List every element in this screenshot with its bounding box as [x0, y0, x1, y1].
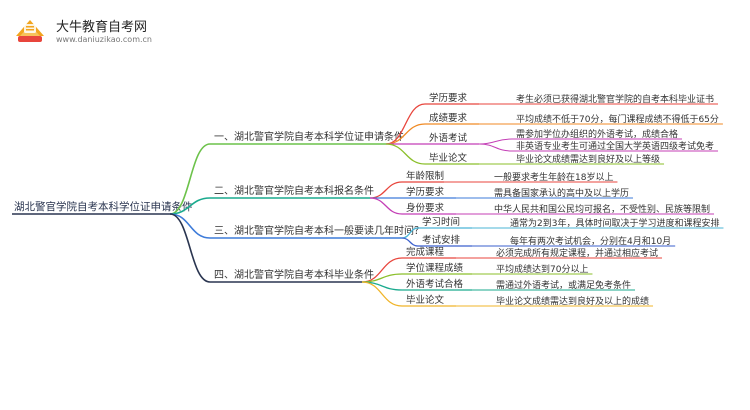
site-url: www.daniuzikao.com.cn: [56, 35, 152, 44]
sub-node-label: 年龄限制: [406, 170, 444, 182]
logo-icon: [12, 14, 48, 48]
sub-connector: [401, 237, 419, 247]
leaf-text: 需参加学位办组织的外语考试，成绩合格: [516, 128, 678, 140]
branch-connector: [169, 143, 211, 215]
sub-node-label: 完成课程: [406, 246, 445, 258]
root-node-label: 湖北警官学院自考本科学位证申请条件: [14, 200, 193, 213]
sub-node-label: 成绩要求: [429, 112, 468, 124]
leaf-text: 非英语专业考生可通过全国大学英语四级考试免考: [516, 140, 714, 152]
sub-node-label: 考试安排: [422, 234, 461, 246]
sub-node-label: 学历要求: [429, 92, 468, 104]
branch-connector: [169, 213, 211, 239]
sub-node-label: 学位课程成绩: [406, 262, 464, 274]
leaf-text: 中华人民共和国公民均可报名，不受性别、民族等限制: [494, 203, 710, 215]
sub-node-label: 外语考试合格: [406, 278, 464, 290]
branch-label-1: 一、湖北警官学院自考本科学位证申请条件: [214, 130, 404, 143]
branch-label-3: 三、湖北警官学院自考本科一般要读几年时间？: [214, 224, 424, 237]
sub-connector: [369, 181, 403, 199]
leaf-text: 考生必须已获得湖北警官学院的自考本科毕业证书: [516, 93, 714, 105]
sub-connector: [385, 103, 426, 145]
leaf-text: 平均成绩达到70分以上: [496, 263, 588, 275]
leaf-text: 毕业论文成绩需达到良好及以上的成绩: [496, 295, 649, 307]
leaf-text: 毕业论文成绩需达到良好及以上等级: [516, 153, 660, 165]
branch-label-4: 四、湖北警官学院自考本科毕业条件: [214, 268, 374, 281]
sub-node-label: 毕业论文: [406, 294, 445, 306]
leaf-text: 通常为2到3年，具体时间取决于学习进度和课程安排: [510, 217, 719, 229]
leaf-text: 需通过外语考试，或满足免考条件: [496, 279, 631, 291]
leaf-text: 需具备国家承认的高中及以上学历: [494, 187, 629, 199]
leaf-connector: [478, 143, 513, 152]
branch-label-2: 二、湖北警官学院自考本科报名条件: [214, 184, 374, 197]
sub-connector: [385, 143, 426, 165]
sub-node-label: 毕业论文: [429, 152, 468, 164]
branch-connector: [169, 213, 211, 283]
sub-node-label: 学历要求: [406, 186, 445, 198]
leaf-text: 每年有两次考试机会，分别在4月和10月: [510, 235, 671, 247]
sub-node-label: 外语考试: [429, 132, 468, 144]
sub-node-label: 学习时间: [422, 216, 460, 228]
leaf-text: 平均成绩不低于70分，每门课程成绩不得低于65分: [516, 113, 719, 125]
leaf-connector: [478, 138, 513, 145]
sub-connector: [361, 281, 403, 307]
leaf-text: 必须完成所有规定课程，并通过相应考试: [496, 247, 658, 259]
leaf-text: 一般要求考生年龄在18岁以上: [494, 171, 613, 183]
branch-connector: [169, 197, 211, 215]
sub-node-label: 身份要求: [406, 202, 445, 214]
site-name: 大牛教育自考网: [56, 20, 148, 35]
sub-connector: [369, 197, 403, 215]
